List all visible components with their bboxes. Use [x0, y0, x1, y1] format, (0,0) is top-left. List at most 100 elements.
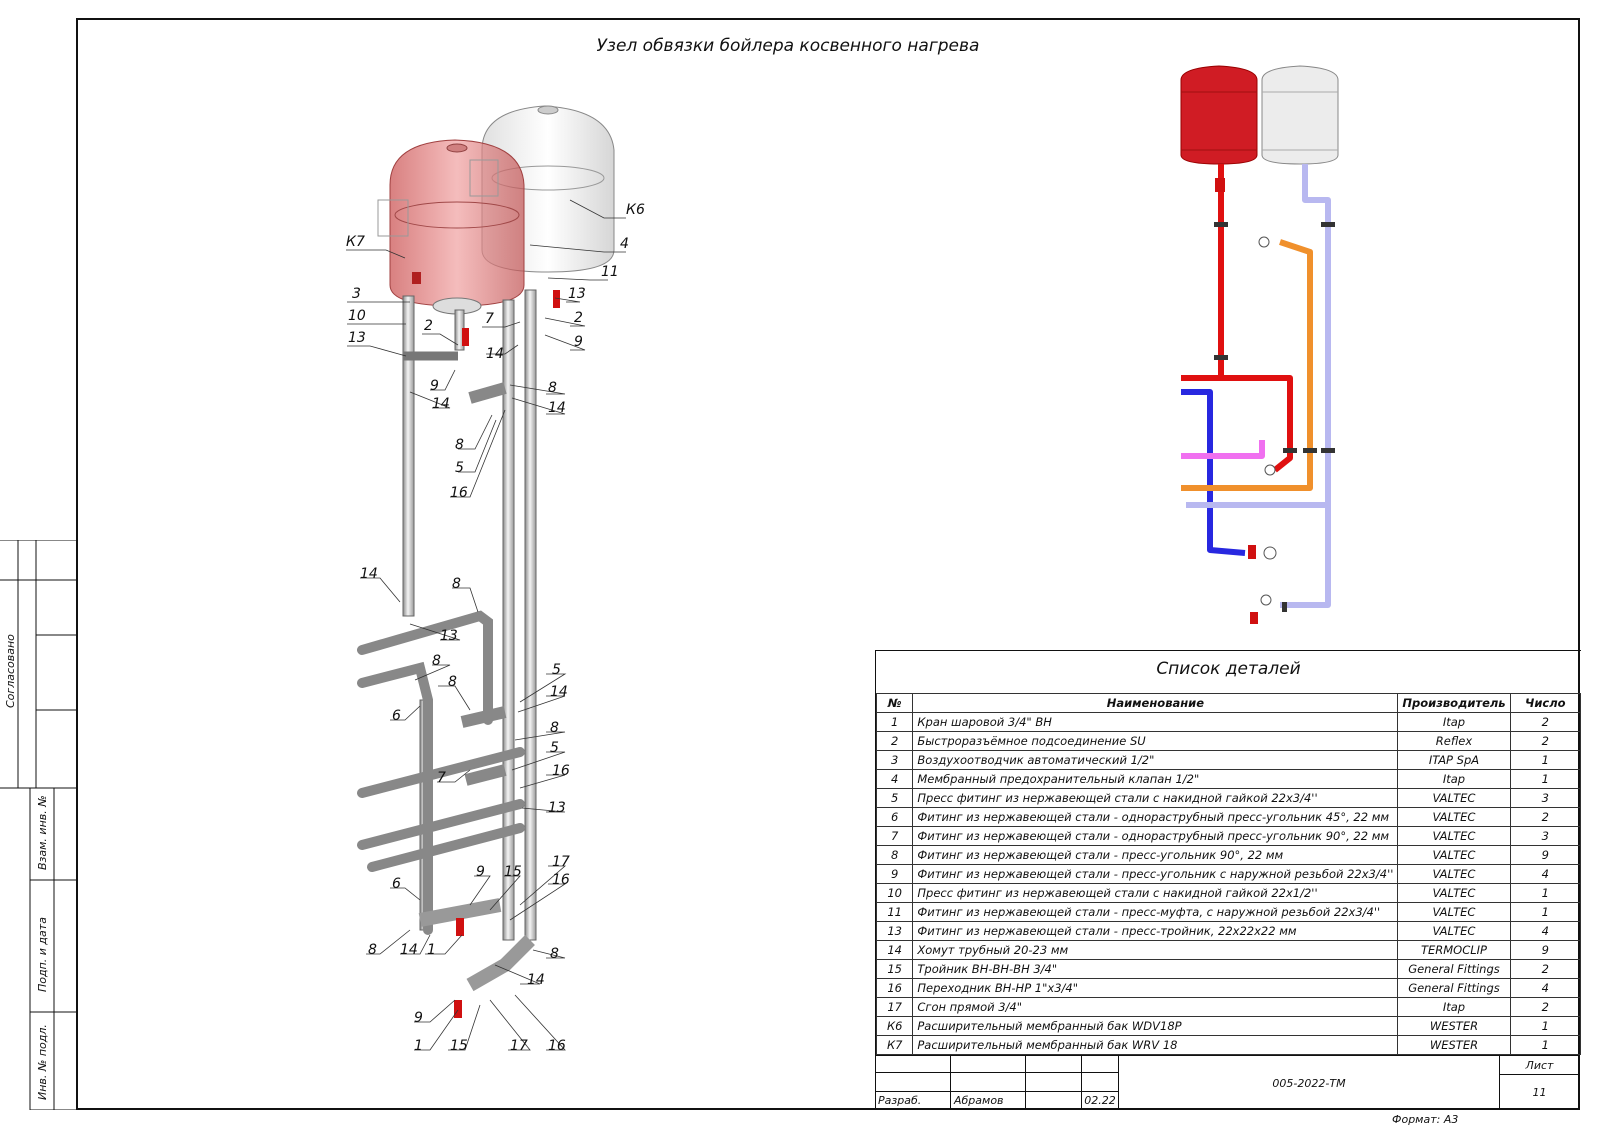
parts-cell-num: 3	[875, 750, 914, 770]
parts-cell-maker: WESTER	[1397, 1016, 1511, 1036]
parts-cell-num: К7	[875, 1035, 914, 1055]
parts-cell-name: Фитинг из нержавеющей стали - пресс-муфт…	[912, 902, 1399, 922]
parts-cell-qty: 1	[1509, 1016, 1582, 1036]
parts-cell-maker: VALTEC	[1397, 807, 1511, 827]
callout-7a: 7	[485, 311, 494, 327]
callout-14a: 14	[486, 346, 504, 362]
callout-9a: 9	[574, 334, 583, 350]
callout-16c: 16	[552, 872, 570, 888]
parts-cell-qty: 4	[1509, 864, 1582, 884]
parts-cell-name: Фитинг из нержавеющей стали - пресс-трой…	[912, 921, 1399, 941]
callout-3: 3	[352, 286, 361, 302]
parts-cell-num: 4	[875, 769, 914, 789]
expansion-tank-red-front	[1180, 65, 1258, 165]
parts-cell-name: Быстроразъёмное подсоединение SU	[912, 731, 1399, 751]
front-valves	[1215, 178, 1258, 624]
callout-13c: 13	[440, 628, 458, 644]
parts-list-title: Список деталей	[1156, 659, 1301, 679]
callout-11: 11	[601, 264, 619, 280]
parts-cell-num: 16	[875, 978, 914, 998]
sheet-label: Лист	[1499, 1055, 1580, 1075]
parts-cell-maker: VALTEC	[1397, 826, 1511, 846]
parts-cell-qty: 9	[1509, 845, 1582, 865]
parts-cell-maker: VALTEC	[1397, 845, 1511, 865]
callout-8f: 8	[550, 720, 559, 736]
callout-17a: 17	[552, 854, 570, 870]
parts-cell-num: 14	[875, 940, 914, 960]
callout-6a: 6	[392, 708, 401, 724]
parts-cell-qty: 2	[1509, 731, 1582, 751]
callout-14c: 14	[548, 400, 566, 416]
callout-2a: 2	[424, 318, 433, 334]
role-label: Разраб.	[878, 1094, 922, 1107]
col-maker: Производитель	[1397, 693, 1511, 713]
parts-cell-num: 5	[875, 788, 914, 808]
callout-8h: 8	[368, 942, 377, 958]
parts-cell-name: Хомут трубный 20-23 мм	[912, 940, 1399, 960]
parts-cell-num: 17	[875, 997, 914, 1017]
side-strip: Согласовано Взам. инв. № Подп. и дата Ин…	[0, 539, 76, 1111]
parts-cell-maker: General Fittings	[1397, 978, 1511, 998]
parts-cell-maker: TERMOCLIP	[1397, 940, 1511, 960]
expansion-tank-red-iso	[377, 139, 525, 315]
parts-cell-qty: 1	[1509, 750, 1582, 770]
callout-5a: 5	[455, 460, 464, 476]
callout-9b: 9	[430, 378, 439, 394]
parts-cell-qty: 1	[1509, 1035, 1582, 1055]
callout-8g: 8	[550, 946, 559, 962]
callout-7b: 7	[437, 770, 446, 786]
parts-cell-qty: 2	[1509, 807, 1582, 827]
parts-header-row: № Наименование Производитель Число	[875, 693, 1582, 713]
valve-handles-iso	[412, 272, 560, 1018]
col-name: Наименование	[912, 693, 1399, 713]
callout-8e: 8	[448, 674, 457, 690]
callout-5b: 5	[552, 662, 561, 678]
parts-cell-name: Кран шаровой 3/4" ВН	[912, 712, 1399, 732]
callout-14b: 14	[432, 396, 450, 412]
parts-cell-qty: 2	[1509, 997, 1582, 1017]
callout-1a: 1	[427, 942, 436, 958]
parts-cell-qty: 2	[1509, 959, 1582, 979]
steel-pipes-iso	[357, 289, 537, 992]
parts-cell-num: 2	[875, 731, 914, 751]
callout-9c: 9	[476, 864, 485, 880]
callout-1b: 1	[414, 1038, 423, 1054]
parts-cell-maker: Reflex	[1397, 731, 1511, 751]
drawing-sheet: Узел обвязки бойлера косвенного нагрева	[76, 18, 1580, 1110]
parts-cell-maker: VALTEC	[1397, 883, 1511, 903]
format-label: Формат: А3	[1392, 1113, 1459, 1126]
callout-14f: 14	[527, 972, 545, 988]
callout-17b: 17	[510, 1038, 528, 1054]
callout-8c: 8	[452, 576, 461, 592]
parts-cell-maker: VALTEC	[1397, 864, 1511, 884]
date-value: 02.22	[1084, 1094, 1116, 1107]
callout-16a: 16	[450, 485, 468, 501]
parts-cell-name: Мембранный предохранительный клапан 1/2"	[912, 769, 1399, 789]
callout-8b: 8	[455, 437, 464, 453]
parts-cell-maker: VALTEC	[1397, 921, 1511, 941]
parts-cell-num: 15	[875, 959, 914, 979]
parts-cell-num: 6	[875, 807, 914, 827]
callout-leaders	[346, 199, 626, 1051]
parts-cell-num: 10	[875, 883, 914, 903]
callout-2b: 2	[574, 310, 583, 326]
callout-8d: 8	[432, 653, 441, 669]
callout-5c: 5	[550, 740, 559, 756]
parts-cell-name: Фитинг из нержавеющей стали - однорастру…	[912, 826, 1399, 846]
sheet-number: 11	[1499, 1074, 1580, 1110]
parts-cell-maker: VALTEC	[1397, 902, 1511, 922]
